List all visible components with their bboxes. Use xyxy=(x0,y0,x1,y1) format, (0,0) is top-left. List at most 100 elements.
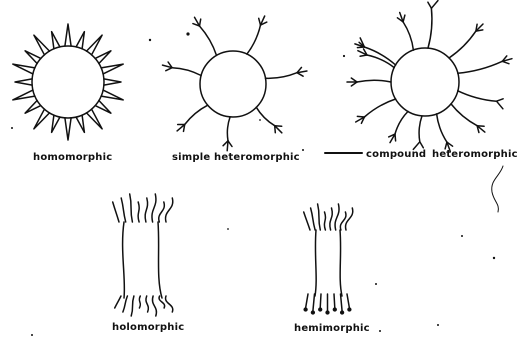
hemimorphic-left-wall xyxy=(315,230,316,296)
branch-stalk xyxy=(266,73,298,79)
branch-fork xyxy=(297,73,303,77)
stub xyxy=(320,294,321,308)
branch-fork xyxy=(497,101,503,109)
stub xyxy=(334,294,335,308)
spine xyxy=(13,64,35,74)
label-compound-heteromorphic-word: heteromorphic xyxy=(432,149,517,160)
branch-fork xyxy=(502,61,509,63)
branch-stalk xyxy=(172,68,201,76)
knob xyxy=(304,308,307,311)
hemimorphic-bottom-knobs xyxy=(304,294,351,314)
label-holomorphic: holomorphic xyxy=(112,322,184,333)
label-hemimorphic: hemimorphic xyxy=(294,323,370,334)
hemimorphic-top-tufts xyxy=(304,204,353,230)
branch-stalk xyxy=(247,25,261,54)
spine xyxy=(52,115,60,132)
branch-stalk xyxy=(357,80,391,82)
branch-fork xyxy=(357,116,364,117)
knob xyxy=(319,308,322,311)
stub xyxy=(347,294,349,308)
branch-stalk xyxy=(458,91,497,101)
spine xyxy=(101,64,123,74)
branch-stalk xyxy=(419,116,422,142)
filament xyxy=(152,296,156,316)
stray-curl-mark xyxy=(492,166,503,212)
filament xyxy=(139,296,140,308)
branch-stalk xyxy=(403,22,413,50)
spine xyxy=(104,79,121,85)
homomorphic-spore xyxy=(13,24,123,140)
label-simple-heteromorphic: simple heteromorphic xyxy=(172,152,300,163)
holomorphic-cell xyxy=(113,194,173,316)
branch-stalk xyxy=(451,104,477,126)
filament xyxy=(330,208,332,230)
filament xyxy=(131,296,134,316)
branch-fork xyxy=(420,142,424,148)
branch-fork xyxy=(445,142,447,149)
branch-stalk xyxy=(395,111,408,134)
branch-stalk xyxy=(185,105,208,124)
branch-stalk xyxy=(364,99,395,117)
knob xyxy=(333,308,336,311)
label-compound-word: compound xyxy=(366,149,426,160)
filament xyxy=(335,204,339,230)
branch-stalk xyxy=(200,26,217,55)
filament xyxy=(130,194,133,222)
spine xyxy=(52,32,60,49)
spine xyxy=(76,115,84,132)
branch-fork xyxy=(497,99,504,101)
knob xyxy=(326,311,329,314)
spine xyxy=(15,79,32,85)
stub xyxy=(306,294,308,308)
branch-stalk xyxy=(227,117,230,141)
compound-heteromorphic-branches xyxy=(347,1,512,152)
filament xyxy=(166,296,173,312)
filament xyxy=(146,296,148,312)
homomorphic-spines xyxy=(13,24,123,140)
spine xyxy=(101,90,123,100)
filament xyxy=(138,202,139,222)
knob xyxy=(341,311,344,314)
branch-fork xyxy=(275,126,276,133)
holomorphic-top-tufts xyxy=(113,194,173,222)
hemimorphic-right-wall xyxy=(340,230,342,296)
spine xyxy=(65,24,71,46)
holomorphic-bottom-tufts xyxy=(115,296,173,316)
filament xyxy=(159,202,165,222)
filament xyxy=(324,212,325,230)
hemimorphic-cell xyxy=(304,204,353,314)
filament xyxy=(346,208,353,230)
filament xyxy=(113,202,119,222)
filament xyxy=(318,204,321,230)
spine xyxy=(65,118,71,140)
filament xyxy=(152,194,156,222)
knob xyxy=(312,311,315,314)
branch-stalk xyxy=(458,61,503,73)
filament xyxy=(304,212,310,230)
filament xyxy=(311,208,316,230)
branch-stalk xyxy=(449,31,476,58)
branch-fork xyxy=(428,2,432,8)
stub xyxy=(313,294,315,311)
simple-heteromorphic-spore xyxy=(163,16,307,151)
holomorphic-right-wall xyxy=(158,222,162,298)
compound-heteromorphic-spore xyxy=(325,1,512,212)
holomorphic-left-wall xyxy=(123,222,125,298)
spine xyxy=(13,90,35,100)
branch-fork xyxy=(431,1,438,9)
branch-fork xyxy=(200,19,201,26)
filament xyxy=(121,198,126,222)
branch-stalk xyxy=(256,107,274,125)
simple-heteromorphic-branches xyxy=(163,16,307,151)
spore-body-homomorphic xyxy=(32,46,104,118)
scan-specks xyxy=(11,32,495,336)
branch-stalk xyxy=(428,8,432,48)
filament xyxy=(166,198,173,222)
label-homomorphic: homomorphic xyxy=(33,152,112,163)
filament xyxy=(145,198,147,222)
spine xyxy=(76,32,84,49)
branch-stalk xyxy=(437,114,447,142)
filament xyxy=(115,296,121,308)
